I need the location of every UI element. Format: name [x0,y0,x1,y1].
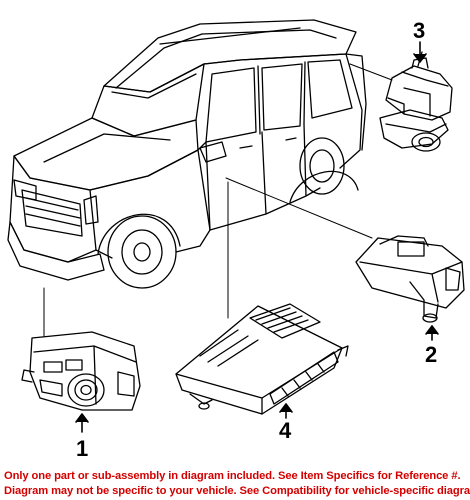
callout-arrows [75,41,439,433]
vehicle-illustration [7,19,367,289]
parts-diagram: 1 4 2 3 [7,18,465,461]
callout-3: 3 [413,18,425,43]
callout-4: 4 [279,418,292,443]
disclaimer-line-1: Only one part or sub-assembly in diagram… [4,470,461,482]
part-4-module [175,303,349,415]
disclaimer-line-2: Diagram may not be specific to your vehi… [4,485,470,497]
part-1-module [21,331,141,411]
part-2-module [355,235,465,323]
callout-2: 2 [425,342,437,367]
disclaimer-banner [0,468,470,500]
leader-lines [43,63,393,337]
part-3-module [379,51,453,152]
callout-1: 1 [76,436,88,461]
